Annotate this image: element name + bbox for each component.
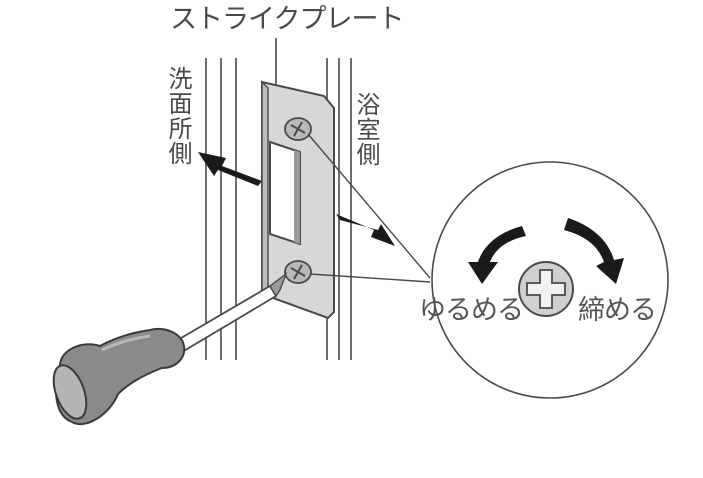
arrow-bathroom-side bbox=[336, 214, 395, 246]
loosen-arrow-icon bbox=[468, 226, 526, 284]
callout-lines bbox=[307, 133, 431, 283]
strike-plate bbox=[261, 80, 335, 320]
loosen-label: ゆるめる bbox=[419, 295, 524, 326]
plate-screw-top bbox=[284, 117, 312, 141]
phillips-screw-icon bbox=[518, 261, 574, 317]
plate-screw-bottom bbox=[284, 260, 312, 284]
tighten-arrow-icon bbox=[564, 218, 624, 284]
tighten-label: 締める bbox=[578, 295, 657, 326]
washroom-side-label: 洗面所側 bbox=[164, 66, 192, 166]
arrow-washroom-side bbox=[198, 152, 262, 186]
screwdriver-icon bbox=[52, 272, 288, 425]
strike-plate-label: ストライクプレート bbox=[170, 4, 404, 35]
bathroom-side-label: 浴室側 bbox=[352, 92, 380, 167]
